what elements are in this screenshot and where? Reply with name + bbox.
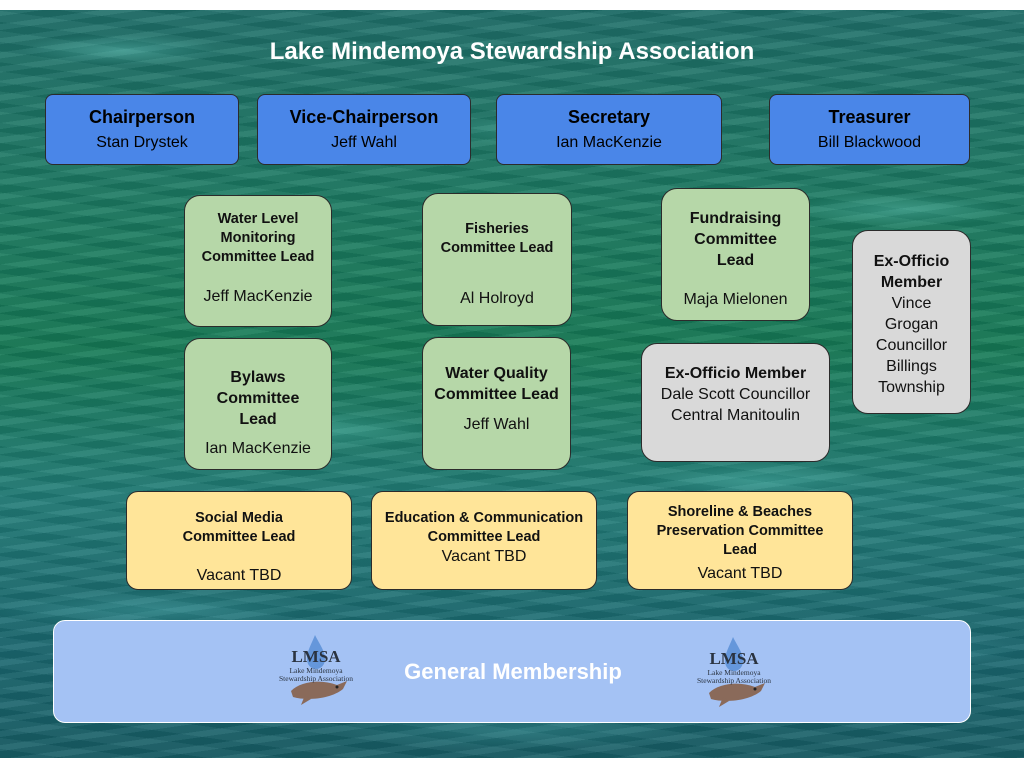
general-membership-bar: LMSA Lake Mindemoya Stewardship Associat… [53,620,971,723]
person-name: Maja Mielonen [683,291,788,308]
role-label: Social Media Committee Lead [182,510,296,545]
treasurer-box: Treasurer Bill Blackwood [769,94,970,165]
logo-acronym: LMSA [709,649,759,668]
ex-officio-billings-township-box: Ex-Officio Member Vince Grogan Councillo… [852,230,971,414]
person-name: Stan Drystek [96,134,188,151]
person-name: Vacant TBD [196,567,282,584]
lmsa-logo-right: LMSA Lake Mindemoya Stewardship Associat… [689,633,779,713]
role-label: Water Quality Committee Lead [434,365,559,403]
person-name: Ian MacKenzie [556,134,662,151]
secretary-box: Secretary Ian MacKenzie [496,94,722,165]
person-name: Jeff Wahl [331,134,397,151]
person-name: Bill Blackwood [817,134,922,151]
role-label: Fisheries Committee Lead [440,221,554,256]
logo-acronym: LMSA [291,647,341,666]
role-label: Secretary [567,107,651,127]
role-label: Chairperson [88,107,196,127]
chart-title: Lake Mindemoya Stewardship Association [269,38,755,65]
water-level-committee-box: Water Level Monitoring Committee Lead Je… [184,195,332,327]
person-name: Dale Scott Councillor Central Manitoulin [660,386,811,424]
lmsa-logo-graphic [291,635,347,705]
person-name: Jeff Wahl [463,416,530,433]
role-label: Treasurer [828,107,911,127]
water-quality-committee-box: Water Quality Committee Lead Jeff Wahl [422,337,571,470]
person-name: Vacant TBD [441,548,527,565]
lmsa-logo-graphic [709,637,765,707]
role-label: Education & Communication Committee Lead [384,510,584,545]
ex-officio-central-manitoulin-box: Ex-Officio Member Dale Scott Councillor … [641,343,830,462]
person-name: Vacant TBD [697,565,783,582]
role-label: Bylaws Committee Lead [216,369,300,428]
shoreline-beaches-committee-box: Shoreline & Beaches Preservation Committ… [627,491,853,590]
logo-line-1: Lake Mindemoya [289,666,343,675]
chairperson-box: Chairperson Stan Drystek [45,94,239,165]
bylaws-committee-box: Bylaws Committee Lead Ian MacKenzie [184,338,332,470]
role-label: Water Level Monitoring Committee Lead [201,211,315,265]
role-label: Vice-Chairperson [289,107,439,127]
social-media-committee-box: Social Media Committee Lead Vacant TBD [126,491,352,590]
person-name: Al Holroyd [460,290,534,307]
vice-chairperson-box: Vice-Chairperson Jeff Wahl [257,94,471,165]
logo-line-1: Lake Mindemoya [707,668,761,677]
lmsa-logo-left: LMSA Lake Mindemoya Stewardship Associat… [271,631,361,711]
fisheries-committee-box: Fisheries Committee Lead Al Holroyd [422,193,572,326]
general-membership-label: General Membership [404,659,622,684]
person-name: Jeff MacKenzie [203,288,313,305]
role-label: Ex-Officio Member [873,253,950,291]
role-label: Shoreline & Beaches Preservation Committ… [656,504,824,558]
education-communication-committee-box: Education & Communication Committee Lead… [371,491,597,590]
logo-line-2: Stewardship Association [279,674,353,683]
person-name: Vince Grogan Councillor Billings Townshi… [875,295,948,396]
role-label: Fundraising Committee Lead [689,210,782,269]
person-name: Ian MacKenzie [205,440,311,457]
fundraising-committee-box: Fundraising Committee Lead Maja Mielonen [661,188,810,321]
role-label: Ex-Officio Member [664,365,807,382]
logo-line-2: Stewardship Association [697,676,771,685]
